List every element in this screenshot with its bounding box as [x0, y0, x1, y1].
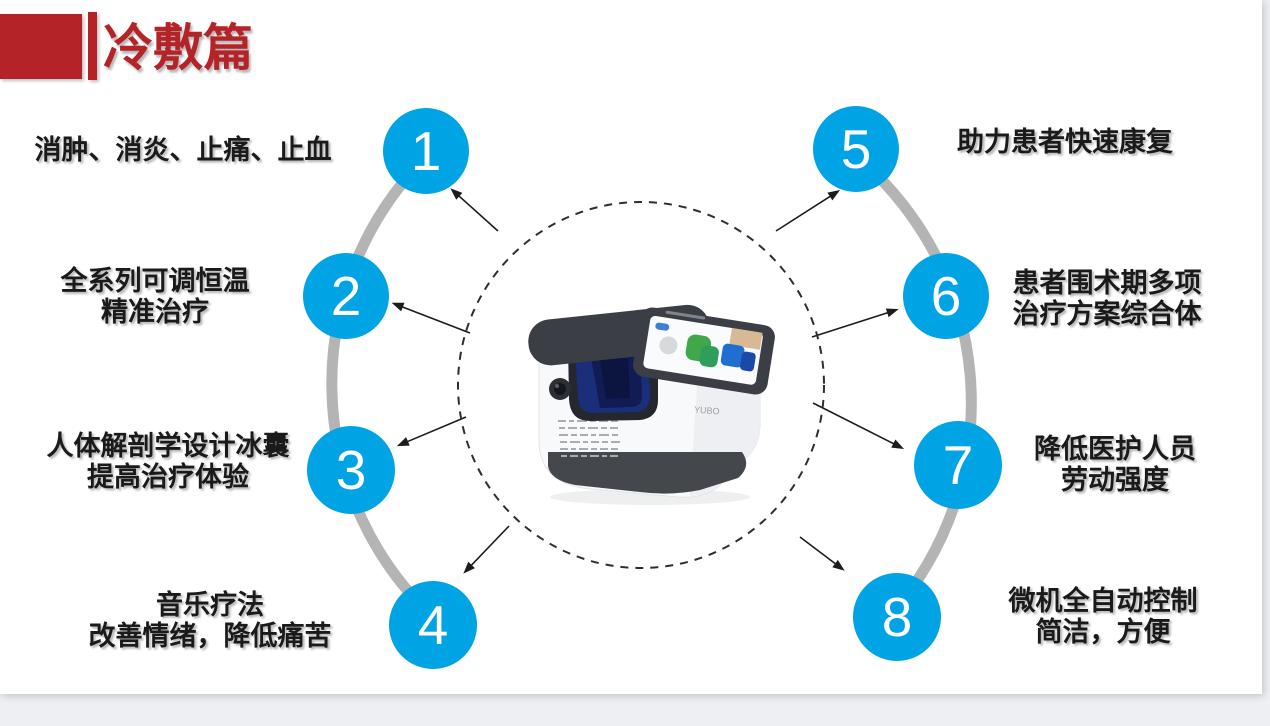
right-arc — [848, 148, 977, 616]
step-label-7: 降低医护人员 劳动强度 — [1034, 434, 1196, 495]
title-accent-bar — [88, 12, 97, 80]
device-logo: YUBO — [694, 405, 720, 417]
step-label-5: 助力患者快速康复 — [957, 127, 1173, 157]
left-arc — [326, 151, 440, 625]
arrow-7 — [812, 402, 905, 449]
step-badge-6: 6 — [903, 253, 989, 339]
step-badge-2: 2 — [303, 253, 389, 339]
step-badge-8: 8 — [853, 573, 941, 661]
arrow-3 — [396, 416, 467, 447]
arrow-8 — [799, 536, 845, 571]
diagram-graphic: YUBO — [326, 148, 977, 625]
dashed-circle — [457, 201, 825, 569]
step-badge-5: 5 — [813, 106, 899, 192]
step-badge-1: 1 — [383, 108, 469, 194]
step-label-4: 音乐疗法 改善情绪，降低痛苦 — [88, 590, 332, 651]
arrow-4 — [463, 525, 510, 574]
arrow-1 — [450, 188, 499, 232]
arrow-5 — [775, 190, 841, 232]
vent-grid — [558, 420, 620, 457]
device-image: YUBO — [528, 304, 775, 505]
page-title: 冷敷篇 — [103, 20, 253, 76]
step-badge-3: 3 — [307, 426, 395, 514]
step-badge-4: 4 — [389, 581, 477, 669]
title-accent-block — [0, 14, 82, 79]
arrow-6 — [811, 308, 899, 338]
arrow-2 — [391, 302, 471, 334]
step-label-6: 患者围术期多项 治疗方案综合体 — [1012, 268, 1202, 329]
step-label-1: 消肿、消炎、止痛、止血 — [34, 135, 332, 165]
step-label-2: 全系列可调恒温 精准治疗 — [60, 266, 250, 327]
step-label-3: 人体解剖学设计冰囊 提高治疗体验 — [46, 431, 290, 492]
step-badge-7: 7 — [914, 421, 1002, 509]
step-label-8: 微机全自动控制 简洁，方便 — [1008, 586, 1198, 647]
slide-canvas: 冷敷篇 — [0, 0, 1262, 694]
